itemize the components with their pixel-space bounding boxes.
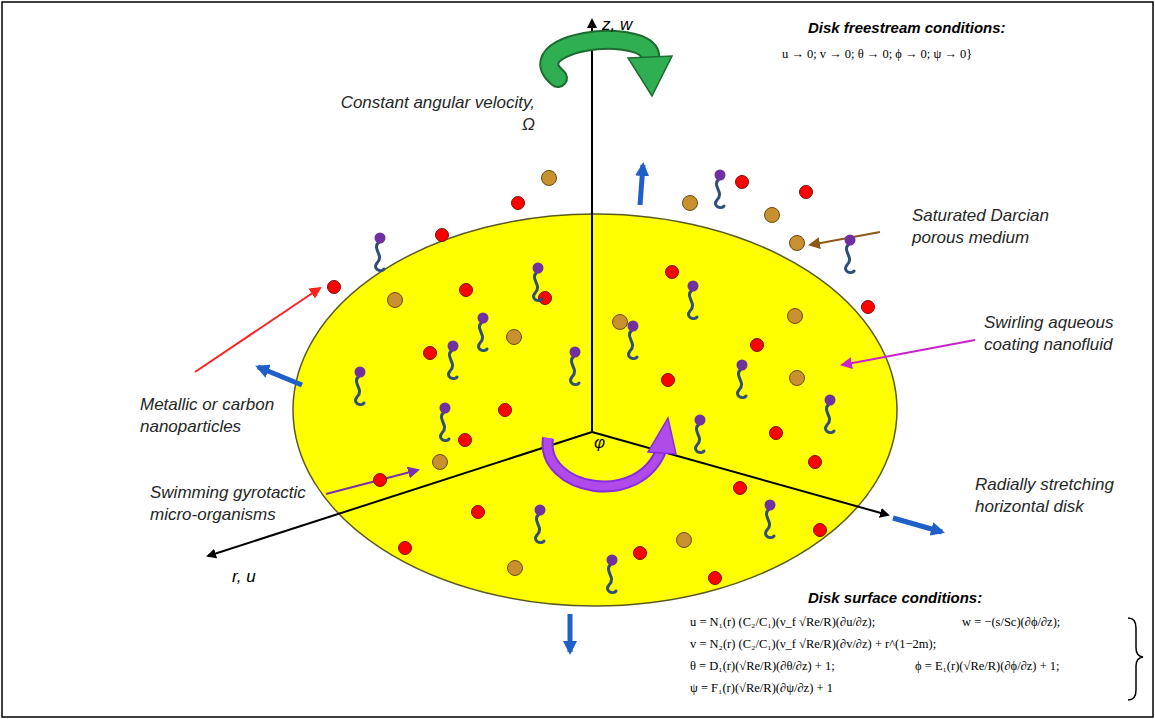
- rotation-label: Constant angular velocity, Ω: [330, 92, 535, 136]
- boundary-equation: w = −(s/Sc)(∂ϕ/∂z);: [962, 614, 1060, 630]
- disk: [293, 214, 897, 606]
- porous-medium-label: Saturated Darcian porous medium: [912, 205, 1087, 249]
- angle-label: φ: [594, 432, 605, 454]
- brace: [1128, 618, 1143, 700]
- nanoparticle-label: Metallic or carbon nanoparticles: [140, 394, 290, 438]
- conditions-heading: Disk surface conditions:: [808, 588, 982, 608]
- conditions-heading: Disk freestream conditions:: [808, 18, 1006, 38]
- leader-arrows: [195, 232, 975, 494]
- nanoparticles: [328, 176, 875, 585]
- boundary-equation: v = N₂(r) (C₂/C₁)(ν_f √Re/R)(∂v/∂z) + r^…: [690, 636, 936, 652]
- boundary-equation: ψ = F₁(r)(√Re/R)(∂ψ/∂z) + 1: [690, 680, 833, 696]
- nanofluid-label: Swirling aqueous coating nanofluid: [984, 312, 1144, 356]
- flow-arrows: [258, 165, 942, 652]
- boundary-equation: u = N₁(r) (C₂/C₁)(ν_f √Re/R)(∂u/∂z);: [690, 614, 875, 630]
- axis-label: z, w: [602, 14, 632, 36]
- boundary-equation: ϕ = E₁(r)(√Re/R)(∂ϕ/∂z) + 1;: [915, 658, 1060, 674]
- disk-label: Radially stretching horizontal disk: [975, 474, 1140, 518]
- freestream-equation: u → 0; v → 0; θ → 0; ϕ → 0; ψ → 0}: [782, 46, 972, 62]
- z-axis: [591, 20, 593, 432]
- micro-organism-label: Swimming gyrotactic micro-organisms: [150, 482, 322, 526]
- rotation-arrow: [549, 40, 672, 96]
- axis-label: r, u: [232, 566, 256, 588]
- boundary-equation: θ = D₁(r)(√Re/R)(∂θ/∂z) + 1;: [690, 658, 835, 674]
- micro-organisms: [355, 170, 856, 593]
- porous-particles: [388, 171, 805, 576]
- phi-arrow: [548, 418, 676, 486]
